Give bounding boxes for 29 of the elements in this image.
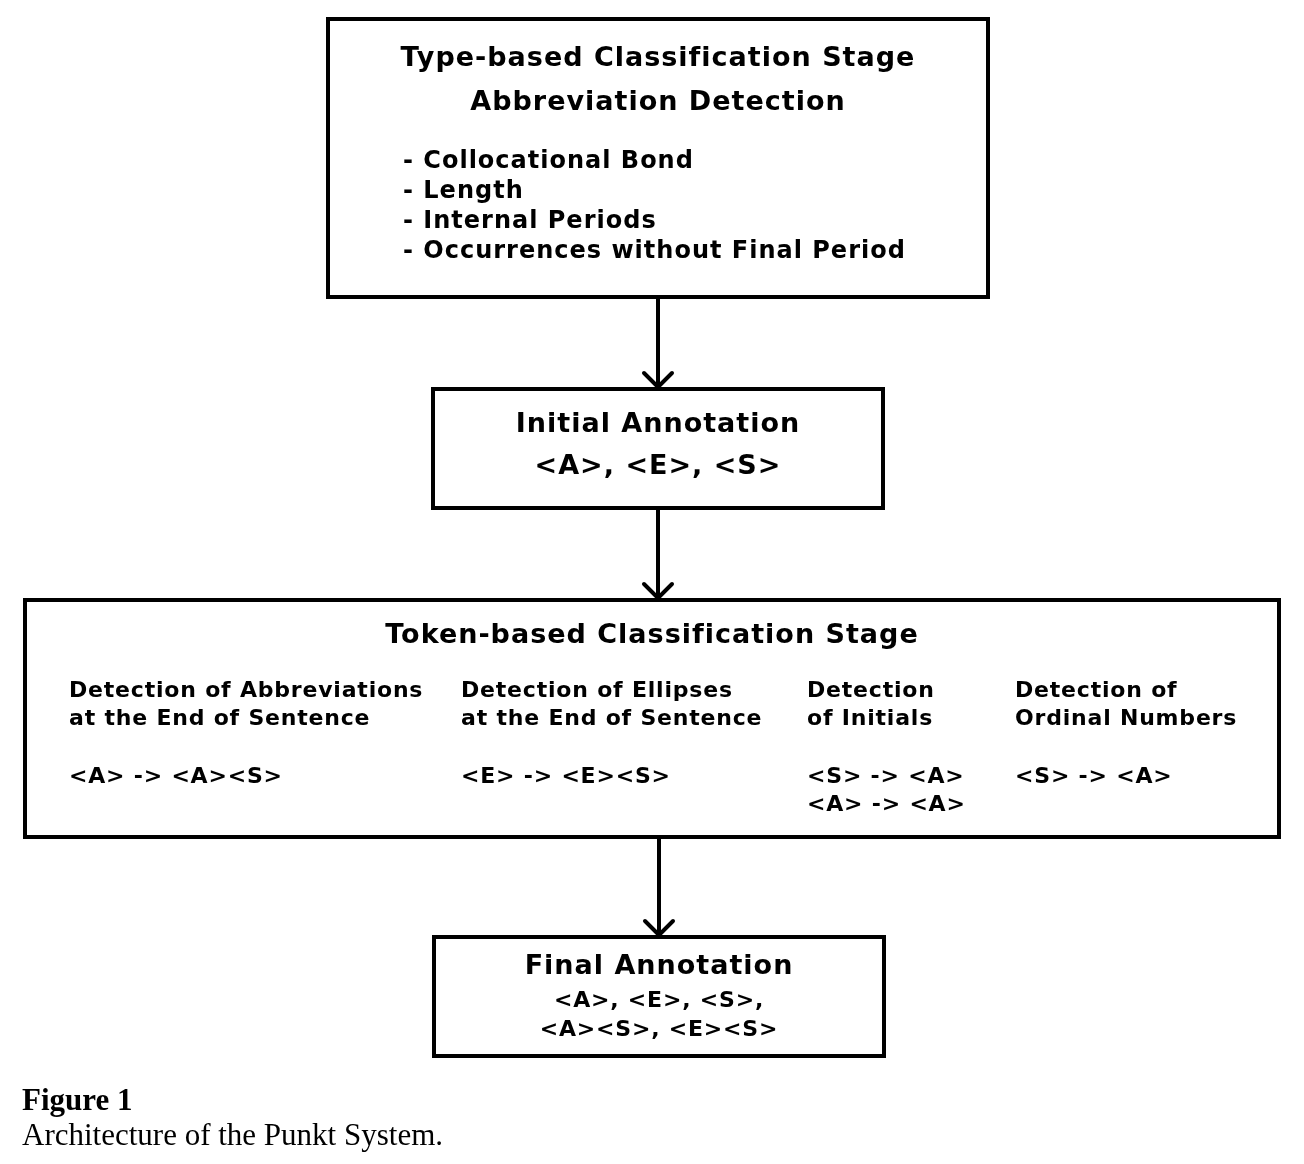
list-item: - Occurrences without Final Period <box>403 235 906 265</box>
box-heading: Abbreviation Detection <box>470 84 846 118</box>
rule-text: <S> -> <A> <box>1015 762 1173 790</box>
rule-text: <S> -> <A> <box>807 762 965 790</box>
column-heading: Detection of Initials <box>807 676 936 732</box>
column-heading: Detection of Abbreviations at the End of Sentence <box>69 676 425 732</box>
arrow <box>642 299 674 389</box>
box-heading: Type-based Classification Stage <box>400 40 916 74</box>
figure-caption: Architecture of the Punkt System. <box>22 1117 443 1152</box>
figure-number: Figure 1 <box>22 1082 133 1117</box>
process-box <box>23 598 1281 839</box>
rule-text: <A> -> <A> <box>807 790 966 818</box>
arrow <box>642 510 674 600</box>
process-box <box>326 17 990 299</box>
box-heading: Final Annotation <box>524 948 794 982</box>
arrow <box>643 839 675 937</box>
process-box <box>431 387 885 510</box>
column-heading: Detection of Ellipses at the End of Sentence <box>461 676 764 732</box>
box-heading: Initial Annotation <box>515 406 801 440</box>
list-item: - Internal Periods <box>403 205 657 235</box>
column-heading: Detection of Ordinal Numbers <box>1015 676 1239 732</box>
annotation-text: <A>, <E>, <S> <box>534 448 782 482</box>
list-item: - Collocational Bond <box>403 145 694 175</box>
list-item: - Length <box>403 175 524 205</box>
rule-text: <E> -> <E><S> <box>461 762 671 790</box>
annotation-text: <A>, <E>, <S>, <A><S>, <E><S> <box>538 985 780 1043</box>
box-heading: Token-based Classification Stage <box>385 617 919 651</box>
process-box <box>432 935 886 1058</box>
rule-text: <A> -> <A><S> <box>69 762 283 790</box>
